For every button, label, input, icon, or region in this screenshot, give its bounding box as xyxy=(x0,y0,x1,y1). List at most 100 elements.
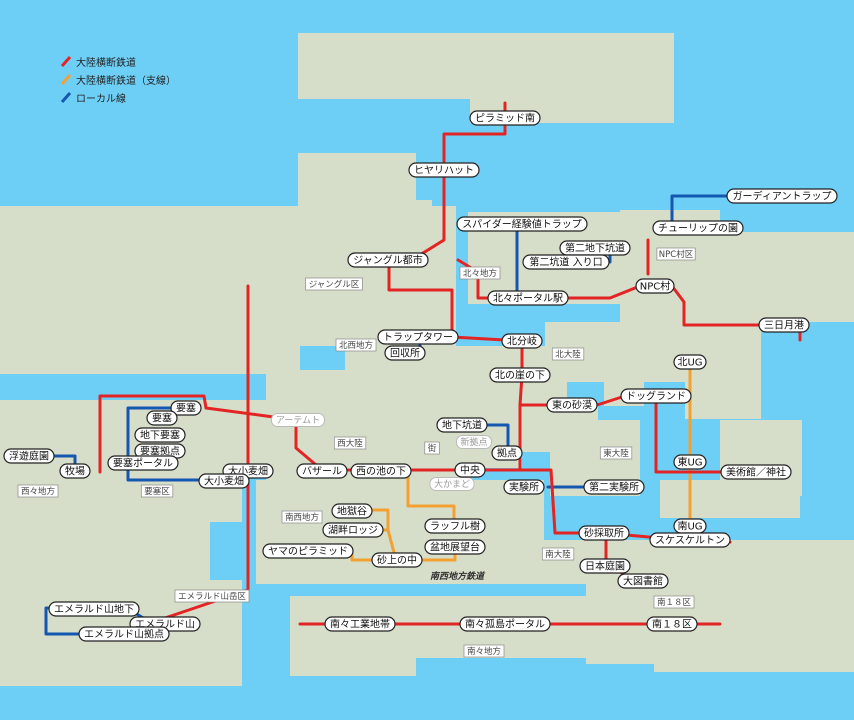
station-ranch-box xyxy=(59,463,91,479)
station-atmt-box xyxy=(271,413,325,427)
station-okamado[interactable]: 大かまど xyxy=(429,477,475,491)
station-bazaar[interactable]: バザール xyxy=(296,463,348,479)
area-label-hokusei-label: 北西地方 xyxy=(339,340,373,351)
station-central-box xyxy=(454,462,486,478)
station-ranch[interactable]: 牧場 xyxy=(59,463,91,479)
station-japanese-garden[interactable]: 日本庭園 xyxy=(579,558,631,574)
legend: 大陸横断鉄道 大陸横断鉄道（支線） ローカル線 xyxy=(60,56,176,105)
area-label-emerald-ku: エメラルド山岳区 xyxy=(174,589,250,603)
station-east-desert[interactable]: 東の砂漠 xyxy=(546,397,598,413)
station-bonchi[interactable]: 盆地展望台 xyxy=(424,539,486,555)
area-label-machi: 街 xyxy=(424,441,440,455)
station-dogland-box xyxy=(620,388,692,404)
station-fortress-y[interactable]: 要塞 xyxy=(146,410,178,426)
station-fortress-portal-label: 要塞ポータル xyxy=(113,457,173,470)
station-underground-mine-box xyxy=(436,417,488,433)
station-skeleton[interactable]: スケスケルトン xyxy=(649,532,731,548)
station-kohan-lodge[interactable]: 湖畔ロッジ xyxy=(322,522,384,538)
station-atmt-label: アーテムト xyxy=(276,415,320,426)
station-yama-pyramid[interactable]: ヤマのピラミッド xyxy=(262,543,354,559)
station-nishi-ike-box xyxy=(350,463,412,479)
station-central[interactable]: 中央 xyxy=(454,462,486,478)
station-north-ug-box xyxy=(673,354,707,370)
station-fortress-base-label: 要塞拠点 xyxy=(140,445,180,458)
area-label-yosai-ku-box xyxy=(140,484,174,498)
station-hiyarihatto-label: ヒヤリハット xyxy=(414,165,474,177)
station-east-ug[interactable]: 東UG xyxy=(673,454,707,470)
station-yama-pyramid-box xyxy=(262,543,354,559)
station-nannan-industrial[interactable]: 南々工業地帯 xyxy=(324,616,396,632)
station-kyoten[interactable]: 拠点 xyxy=(491,445,523,461)
area-label-npc-ku-box xyxy=(656,247,696,261)
station-mikazuki[interactable]: 三日月港 xyxy=(758,317,810,333)
station-npc-village[interactable]: NPC村 xyxy=(635,278,675,294)
station-big-library[interactable]: 大図書館 xyxy=(617,573,669,589)
station-north-cliff[interactable]: 北の崖の下 xyxy=(489,367,551,383)
station-nannan-island[interactable]: 南々孤島ポータル xyxy=(459,616,551,632)
area-label-kita-tairiku: 北大陸 xyxy=(551,347,585,361)
station-pyramid-south[interactable]: ピラミッド南 xyxy=(469,110,541,126)
station-big-library-label: 大図書館 xyxy=(623,575,663,588)
area-label-hokusei: 北西地方 xyxy=(335,338,377,352)
station-floating-garden[interactable]: 浮遊庭園 xyxy=(3,448,55,464)
station-second-entrance[interactable]: 第二坑道 入り口 xyxy=(522,254,610,270)
station-skeleton-box xyxy=(649,532,731,548)
station-sunaue-box xyxy=(371,552,423,568)
station-fortress-box xyxy=(170,400,202,416)
station-underground-fortress[interactable]: 地下要塞 xyxy=(134,427,186,443)
area-label-machi-label: 街 xyxy=(428,443,437,454)
station-recovery-box xyxy=(384,345,426,361)
station-sasaishu[interactable]: 砂採取所 xyxy=(578,525,630,541)
station-north-ug-label: 北UG xyxy=(677,357,702,369)
station-jikkensho[interactable]: 実験所 xyxy=(503,479,545,495)
station-big-library-box xyxy=(617,573,669,589)
station-fortress-portal[interactable]: 要塞ポータル xyxy=(107,455,179,471)
station-jungle-city[interactable]: ジャングル都市 xyxy=(347,252,429,268)
station-nannan-industrial-label: 南々工業地帯 xyxy=(330,618,390,631)
station-kyoten-box xyxy=(491,445,523,461)
station-kohan-lodge-label: 湖畔ロッジ xyxy=(328,524,378,537)
station-shin-kyoten-label: 新拠点 xyxy=(460,436,487,448)
station-tulip[interactable]: チューリップの園 xyxy=(652,220,744,236)
station-south-18-label: 南１８区 xyxy=(652,618,692,631)
station-north-ug[interactable]: 北UG xyxy=(673,354,707,370)
station-emerald-under[interactable]: エメラルド山地下 xyxy=(48,601,140,617)
station-sunaue[interactable]: 砂上の中 xyxy=(371,552,423,568)
station-fortress[interactable]: 要塞 xyxy=(170,400,202,416)
station-wheat-field-small[interactable]: 大小麦畑 xyxy=(198,473,250,489)
station-hokuhoku-portal[interactable]: 北々ポータル駅 xyxy=(487,290,569,306)
station-guardian-trap[interactable]: ガーディアントラップ xyxy=(726,188,838,204)
station-jigokudani[interactable]: 地獄谷 xyxy=(331,503,373,519)
station-emerald-base-box xyxy=(78,626,170,642)
station-underground-fortress-label: 地下要塞 xyxy=(140,429,180,442)
station-south-ug[interactable]: 南UG xyxy=(673,518,707,534)
station-shin-kyoten[interactable]: 新拠点 xyxy=(456,435,492,449)
area-label-higashi-tairiku: 東大陸 xyxy=(599,446,633,460)
station-dogland[interactable]: ドッグランド xyxy=(620,388,692,404)
station-east-ug-label: 東UG xyxy=(677,456,702,469)
station-trap-tower[interactable]: トラップタワー xyxy=(377,329,459,345)
station-recovery-label: 回収所 xyxy=(390,348,420,360)
station-recovery[interactable]: 回収所 xyxy=(384,345,426,361)
station-south-18[interactable]: 南１８区 xyxy=(646,616,698,632)
station-emerald-base[interactable]: エメラルド山拠点 xyxy=(78,626,170,642)
station-spider[interactable]: スパイダー経験値トラップ xyxy=(456,216,588,232)
station-laffle[interactable]: ラッフル樹 xyxy=(424,518,486,534)
station-shin-kyoten-box xyxy=(456,435,492,449)
station-atmt[interactable]: アーテムト xyxy=(271,413,325,427)
station-second-jikkensho[interactable]: 第二実験所 xyxy=(583,479,645,495)
station-east-desert-box xyxy=(546,397,598,413)
svg-text:ローカル線: ローカル線 xyxy=(76,92,126,105)
station-north-fork[interactable]: 北分岐 xyxy=(501,333,543,349)
station-second-jikkensho-box xyxy=(583,479,645,495)
station-nishi-ike[interactable]: 西の池の下 xyxy=(350,463,412,479)
station-south-18-box xyxy=(646,616,698,632)
station-emerald-base-label: エメラルド山拠点 xyxy=(84,628,164,641)
station-museum[interactable]: 美術館／神社 xyxy=(720,464,792,480)
station-underground-mine[interactable]: 地下坑道 xyxy=(436,417,488,433)
area-label-hokuhoku-label: 北々地方 xyxy=(463,268,497,279)
station-hiyarihatto[interactable]: ヒヤリハット xyxy=(408,162,480,178)
station-second-underground[interactable]: 第二地下坑道 xyxy=(559,240,631,256)
station-fortress-base[interactable]: 要塞拠点 xyxy=(134,443,186,459)
